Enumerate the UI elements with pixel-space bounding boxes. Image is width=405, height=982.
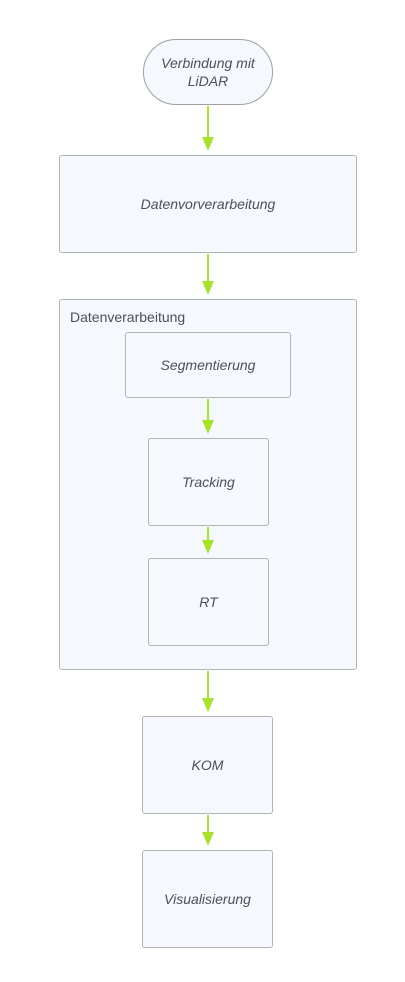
start-label-line2: LiDAR — [187, 73, 229, 89]
segmentation-label: Segmentierung — [160, 357, 256, 373]
connector-kom-to-visualization — [202, 815, 214, 846]
connector-processing-to-kom — [202, 671, 214, 712]
visualization-node: Visualisierung — [142, 850, 273, 948]
tracking-label: Tracking — [182, 474, 235, 490]
rt-node: RT — [148, 558, 269, 646]
start-label-line1: Verbindung mit — [161, 55, 255, 71]
connector-start-to-preprocessing — [202, 106, 214, 151]
start-terminal-node: Verbindung mit LiDAR — [143, 39, 273, 105]
rt-label: RT — [199, 594, 218, 610]
connector-preprocessing-to-processing — [202, 254, 214, 295]
preprocessing-node: Datenvorverarbeitung — [59, 155, 357, 253]
visualization-label: Visualisierung — [164, 891, 251, 907]
processing-group-title: Datenverarbeitung — [70, 309, 186, 325]
kom-label: KOM — [191, 757, 224, 773]
kom-node: KOM — [142, 716, 273, 814]
preprocessing-label: Datenvorverarbeitung — [140, 196, 276, 212]
tracking-node: Tracking — [148, 438, 269, 526]
segmentation-node: Segmentierung — [125, 332, 291, 398]
